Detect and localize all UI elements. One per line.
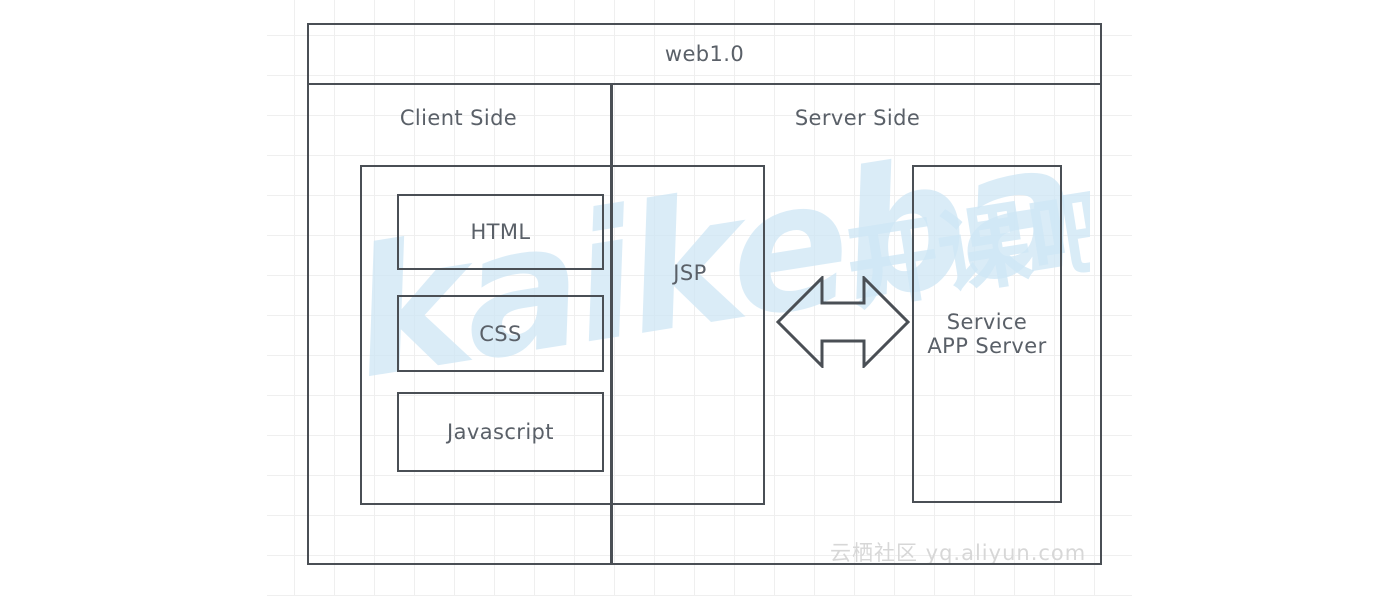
jsp-annotation-label: JSP (673, 261, 707, 285)
client-side-label: Client Side (399, 106, 518, 130)
client-node-javascript: Javascript (397, 392, 604, 472)
server-node-service: Service APP Server (912, 165, 1062, 503)
server-node-service-line2: APP Server (927, 334, 1047, 358)
server-side-label: Server Side (794, 106, 921, 130)
server-side-header: Server Side (613, 100, 1102, 136)
double-headed-arrow-icon (776, 276, 910, 368)
client-side-header: Client Side (307, 100, 610, 136)
grid-paper-background (267, 0, 1132, 596)
server-node-service-line1: Service (946, 310, 1028, 334)
client-node-html: HTML (397, 194, 604, 270)
jsp-annotation: JSP (662, 259, 718, 287)
title-band: web1.0 (307, 23, 1102, 85)
client-node-html-label: HTML (470, 220, 531, 244)
client-container-box (360, 165, 765, 505)
client-node-css: CSS (397, 295, 604, 372)
client-node-css-label: CSS (479, 321, 522, 346)
page-title: web1.0 (664, 42, 745, 66)
client-server-divider (610, 84, 613, 565)
client-node-javascript-label: Javascript (447, 420, 554, 444)
